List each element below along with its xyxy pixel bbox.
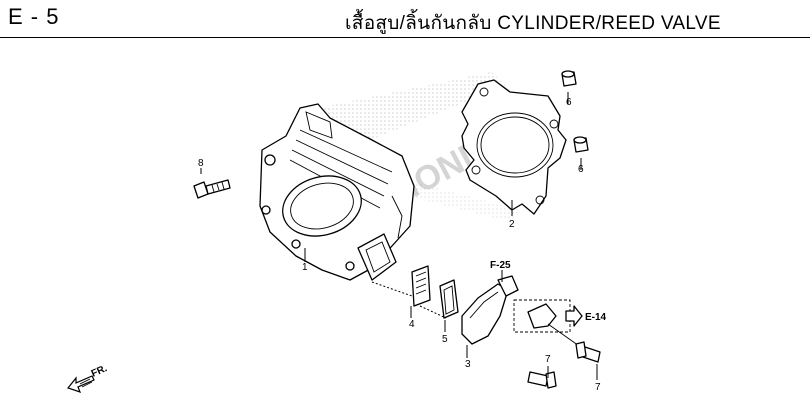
bolt-8 bbox=[193, 179, 231, 199]
reed-gasket bbox=[439, 279, 459, 319]
leader-lines bbox=[200, 92, 598, 380]
bolt-7-lower bbox=[527, 371, 557, 389]
callout-2: 2 bbox=[509, 219, 515, 230]
callout-6-upper: 6 bbox=[566, 97, 572, 108]
ref-f25: F-25 bbox=[490, 260, 511, 271]
reed-valve bbox=[411, 265, 431, 307]
dowel-pin-lower bbox=[573, 136, 589, 153]
ref-e14-arrow bbox=[565, 305, 583, 327]
e14-bracket bbox=[513, 299, 571, 333]
cylinder bbox=[259, 103, 415, 281]
dowel-pin-upper bbox=[561, 70, 577, 87]
header-rule bbox=[0, 37, 810, 38]
section-code: E - 5 bbox=[8, 4, 60, 29]
callout-8: 8 bbox=[198, 158, 204, 169]
page-title: เสื้อสูบ/ลิ้นกันกลับ CYLINDER/REED VALVE bbox=[345, 13, 721, 34]
callout-5: 5 bbox=[442, 334, 448, 345]
callout-7-lower: 7 bbox=[545, 354, 551, 365]
callout-6-lower: 6 bbox=[578, 164, 584, 175]
projection-band bbox=[318, 72, 506, 152]
bolt-7-right bbox=[547, 323, 601, 363]
ref-e14: E-14 bbox=[585, 312, 607, 323]
intake-insulator bbox=[461, 275, 519, 345]
front-arrow-icon bbox=[66, 375, 95, 393]
cylinder-gasket bbox=[461, 79, 567, 215]
front-label: FR. bbox=[90, 363, 109, 380]
callout-3: 3 bbox=[465, 359, 471, 370]
callout-7-right: 7 bbox=[595, 382, 601, 393]
callout-4: 4 bbox=[409, 319, 415, 330]
callout-1: 1 bbox=[302, 262, 308, 273]
